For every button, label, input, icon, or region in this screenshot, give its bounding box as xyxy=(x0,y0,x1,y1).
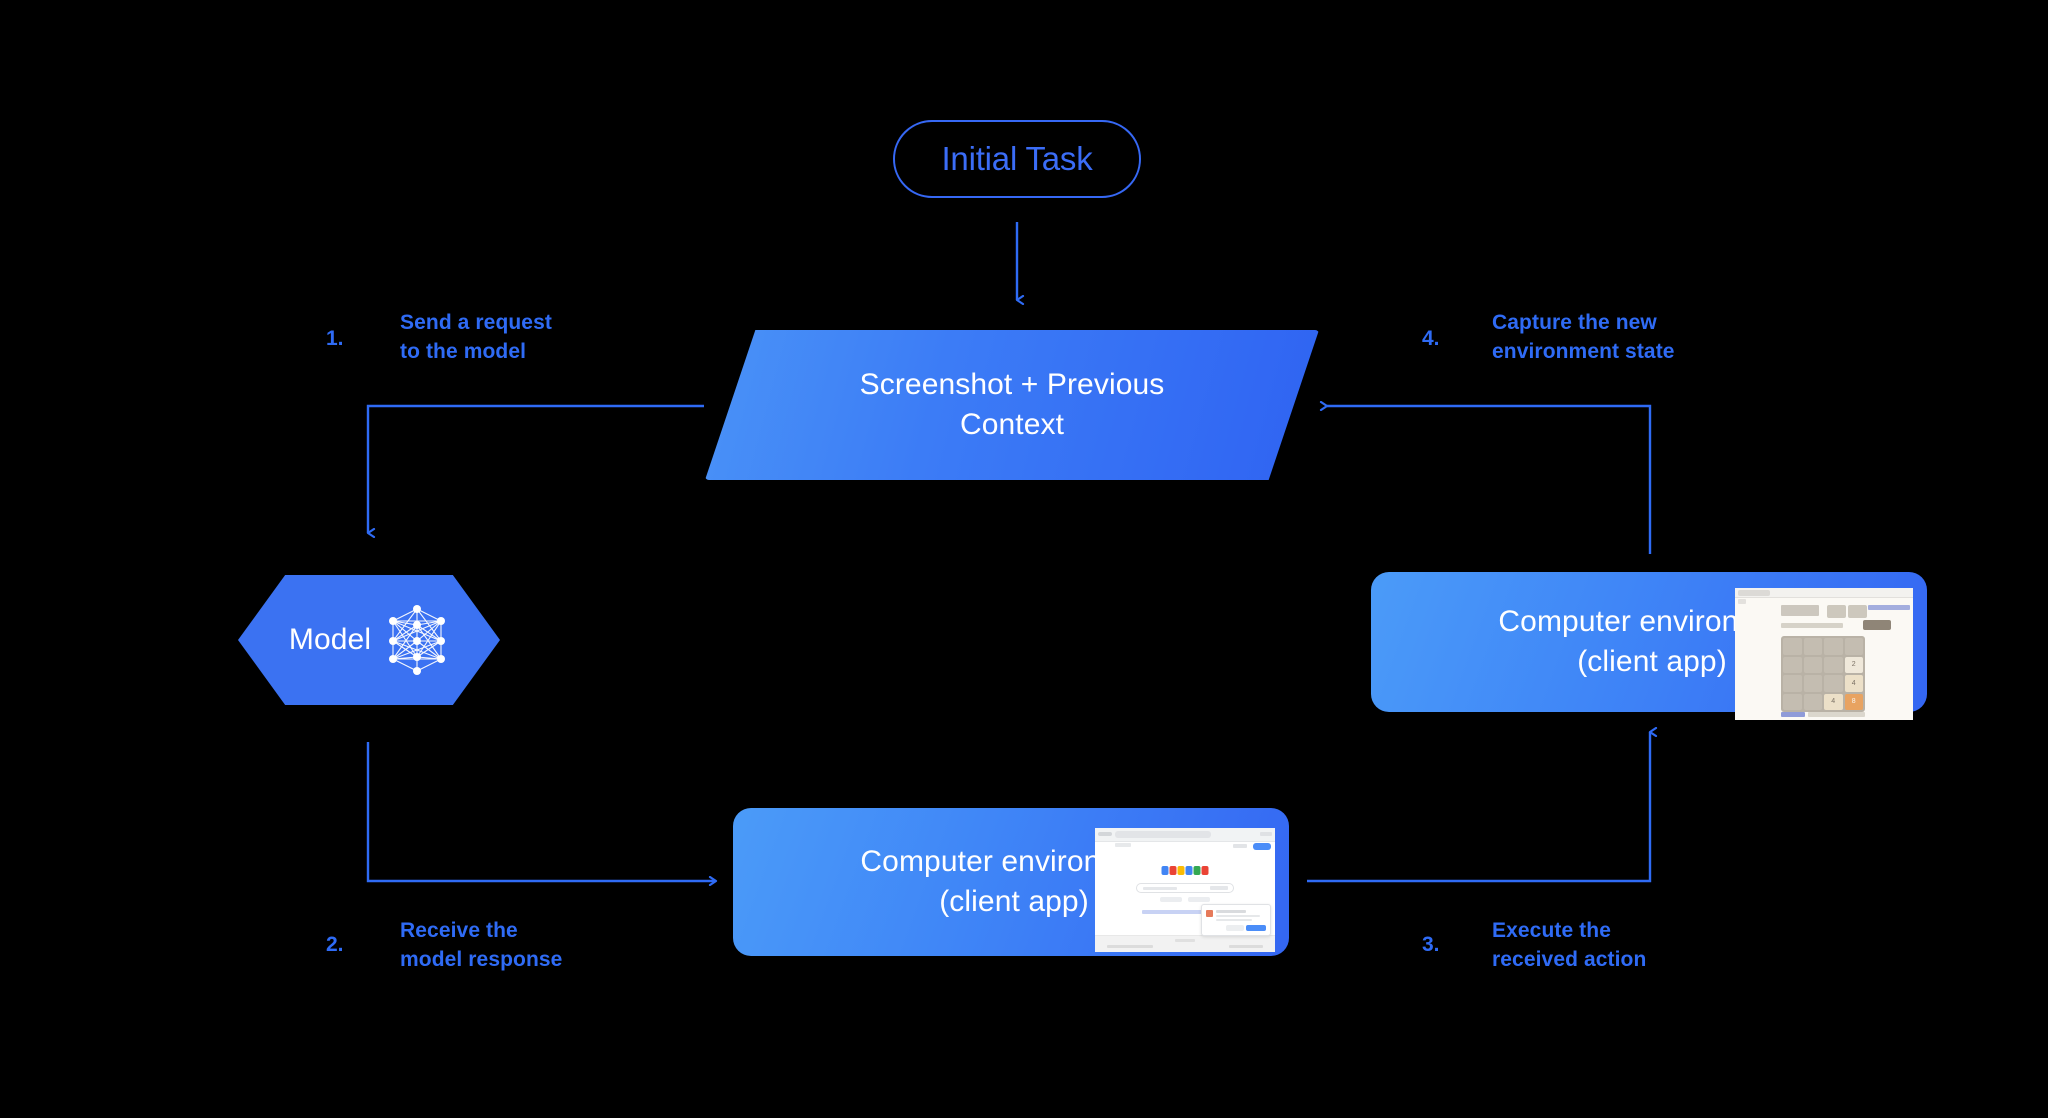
thumb-dialog-text-2 xyxy=(1216,919,1252,921)
thumb-signin-button xyxy=(1253,843,1271,850)
tile xyxy=(1803,693,1822,710)
thumb-footer xyxy=(1781,712,1865,717)
tile xyxy=(1824,675,1843,692)
step-1-number: 1. xyxy=(326,327,344,350)
step-2-label: Receive the model response xyxy=(400,919,563,971)
thumb-bookmark-row xyxy=(1115,843,1131,847)
context-node-shape xyxy=(705,330,1319,480)
thumb-url-bar xyxy=(1115,831,1211,838)
tile xyxy=(1803,656,1822,673)
thumb-2048-title xyxy=(1781,605,1819,616)
arrow-model-to-env-bottom xyxy=(366,742,716,881)
context-node-line1: Screenshot + Previous xyxy=(859,368,1165,401)
thumb-dialog-primary-button xyxy=(1246,925,1266,931)
thumb-dialog-title xyxy=(1216,910,1246,913)
context-node-line2: Context xyxy=(959,408,1065,441)
tile xyxy=(1783,693,1802,710)
thumb-footer-left-links xyxy=(1107,945,1153,948)
thumb-search-placeholder xyxy=(1143,886,1177,890)
thumb-feeling-lucky-button xyxy=(1188,897,1210,902)
thumb-account-area xyxy=(1233,843,1271,850)
thumb-gmail-images-links xyxy=(1233,844,1247,848)
initial-task-label: Initial Task xyxy=(941,140,1093,177)
thumb-dialog-icon xyxy=(1206,910,1213,917)
thumb-footer-right-links xyxy=(1229,945,1263,948)
arrow-context-to-model xyxy=(366,404,704,533)
tile xyxy=(1844,638,1863,655)
initial-task-node: Initial Task xyxy=(893,120,1141,198)
step-2-number: 2. xyxy=(326,933,344,956)
tile xyxy=(1783,656,1802,673)
step-4-number: 4. xyxy=(1422,327,1440,350)
tile: 8 xyxy=(1844,693,1863,710)
env-card-right-line2: (client app) xyxy=(1577,645,1727,678)
thumb-page-footer xyxy=(1095,935,1275,952)
tile: 4 xyxy=(1824,693,1843,710)
context-node-text: Screenshot + Previous Context xyxy=(705,330,1319,480)
thumb-score-box xyxy=(1827,605,1846,618)
arrow-env-right-to-context xyxy=(1327,406,1652,554)
thumb-window-controls xyxy=(1260,832,1272,836)
thumb-header-links xyxy=(1868,605,1910,610)
context-node: Screenshot + Previous Context xyxy=(705,330,1319,480)
thumb-search-buttons xyxy=(1160,897,1210,902)
tile xyxy=(1824,638,1843,655)
thumb-footer-text xyxy=(1808,712,1865,717)
step-3-label: Execute the received action xyxy=(1492,919,1647,971)
tile xyxy=(1803,675,1822,692)
thumb-tab xyxy=(1738,589,1770,596)
thumb-popup-dialog xyxy=(1201,904,1271,936)
env-card-bottom: Computer environment (client app) xyxy=(733,808,1289,956)
thumb-best-box xyxy=(1848,605,1867,618)
model-node: Model xyxy=(238,575,500,705)
2048-game-thumbnail: 2 4 4 8 xyxy=(1735,588,1913,720)
thumb-chrome-bar xyxy=(1095,828,1275,842)
thumb-footer-link xyxy=(1781,712,1805,717)
step-4-label: Capture the new environment state xyxy=(1492,311,1675,363)
thumb-nav-buttons xyxy=(1098,832,1112,836)
tile xyxy=(1783,675,1802,692)
tile: 4 xyxy=(1844,675,1863,692)
env-card-bottom-line2: (client app) xyxy=(939,885,1089,918)
google-logo-icon xyxy=(1161,866,1209,875)
step-3-number: 3. xyxy=(1422,933,1440,956)
tile xyxy=(1824,656,1843,673)
thumb-subtitle xyxy=(1781,623,1843,628)
thumb-dialog-secondary-button xyxy=(1226,925,1244,931)
env-card-right: Computer environment (client app) xyxy=(1371,572,1927,720)
tile xyxy=(1783,638,1802,655)
thumb-new-game-button xyxy=(1863,620,1891,630)
model-node-label: Model xyxy=(288,623,372,656)
arrow-env-bottom-to-env-right xyxy=(1307,732,1650,883)
thumb-browser-bar xyxy=(1735,588,1913,598)
thumb-2048-board: 2 4 4 8 xyxy=(1781,636,1865,712)
tile xyxy=(1803,638,1822,655)
tile: 2 xyxy=(1844,656,1863,673)
model-node-shape xyxy=(238,575,500,705)
thumb-google-search-button xyxy=(1160,897,1182,902)
thumb-address-icon xyxy=(1738,599,1746,604)
step-1-label: Send a request to the model xyxy=(400,311,552,363)
thumb-search-input xyxy=(1136,883,1234,893)
google-search-thumbnail xyxy=(1095,828,1275,952)
thumb-language-links xyxy=(1142,910,1228,914)
thumb-country xyxy=(1175,939,1195,942)
neural-network-icon xyxy=(389,605,446,675)
thumb-search-icons xyxy=(1210,886,1228,890)
thumb-dialog-text-1 xyxy=(1216,915,1260,917)
